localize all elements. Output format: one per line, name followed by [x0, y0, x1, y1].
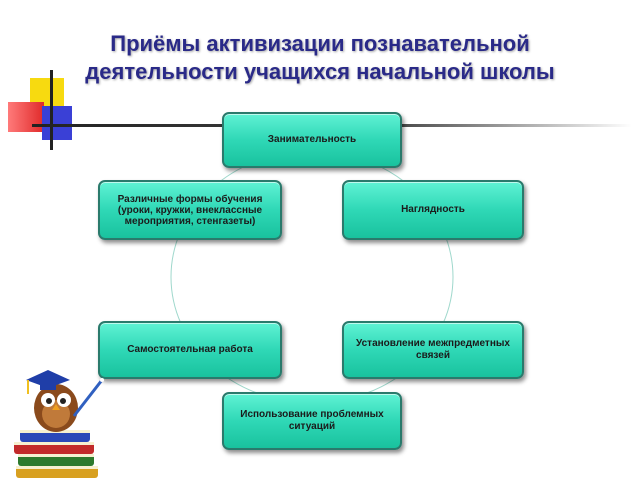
node-naglyadnost-label: Наглядность	[401, 204, 465, 215]
node-zanimatelnost: Занимательность	[222, 112, 402, 168]
node-zanimatelnost-label: Занимательность	[267, 134, 357, 145]
node-razlichnye-formy: Различные формы обучения (уроки, кружки,…	[98, 180, 282, 240]
title-line-1: Приёмы активизации познавательной	[110, 31, 530, 56]
page-title: Приёмы активизации познавательной деятел…	[0, 30, 640, 86]
decor-blue-square	[42, 106, 72, 140]
pointer-stick-icon	[72, 378, 104, 417]
graduation-cap-icon	[26, 370, 70, 394]
node-problemnye-situacii-label: Использование проблемных ситуаций	[240, 409, 384, 432]
node-samostoyatelnaya-rabota-label: Самостоятельная работа	[127, 344, 253, 355]
node-mezhpredmetnye-svyazi-label: Установление межпредметных связей	[356, 338, 510, 361]
decor-vertical-line	[50, 70, 53, 150]
book-stack-icon	[14, 430, 98, 478]
node-razlichnye-formy-label: Различные формы обучения (уроки, кружки,…	[117, 193, 263, 227]
node-problemnye-situacii: Использование проблемных ситуаций	[222, 392, 402, 450]
node-naglyadnost: Наглядность	[342, 180, 524, 240]
node-mezhpredmetnye-svyazi: Установление межпредметных связей	[342, 321, 524, 379]
decor-red-square	[8, 102, 44, 132]
title-line-2: деятельности учащихся начальной школы	[85, 59, 555, 84]
books-owl-clipart	[14, 370, 104, 478]
node-samostoyatelnaya-rabota: Самостоятельная работа	[98, 321, 282, 379]
owl-icon	[34, 384, 78, 432]
